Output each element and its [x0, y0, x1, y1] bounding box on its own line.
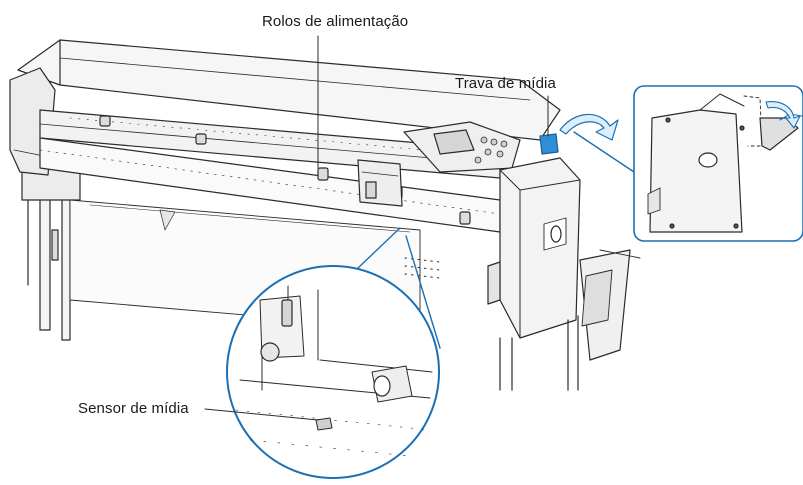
- tool-carriage: [357, 159, 403, 207]
- right-end-cap: [487, 157, 641, 391]
- media-sensor-magnifier: [226, 227, 441, 479]
- media-lock-label: Trava de mídia: [455, 75, 556, 92]
- control-panel: [403, 121, 521, 173]
- pinch-roller: [99, 115, 111, 127]
- leader-media-sensor: [204, 408, 319, 421]
- pinch-roller: [195, 133, 207, 145]
- left-stand: [21, 164, 81, 341]
- pinch-roller: [317, 167, 329, 181]
- leader-lines: [204, 35, 549, 421]
- media-lock-lever: [539, 133, 559, 155]
- lever-rotation-arrow: [559, 113, 619, 141]
- media-lock-inset: [573, 85, 803, 242]
- pinch-roller: [459, 211, 471, 225]
- media-sensor-label: Sensor de mídia: [78, 400, 189, 417]
- feed-rollers-label: Rolos de alimentação: [262, 13, 409, 30]
